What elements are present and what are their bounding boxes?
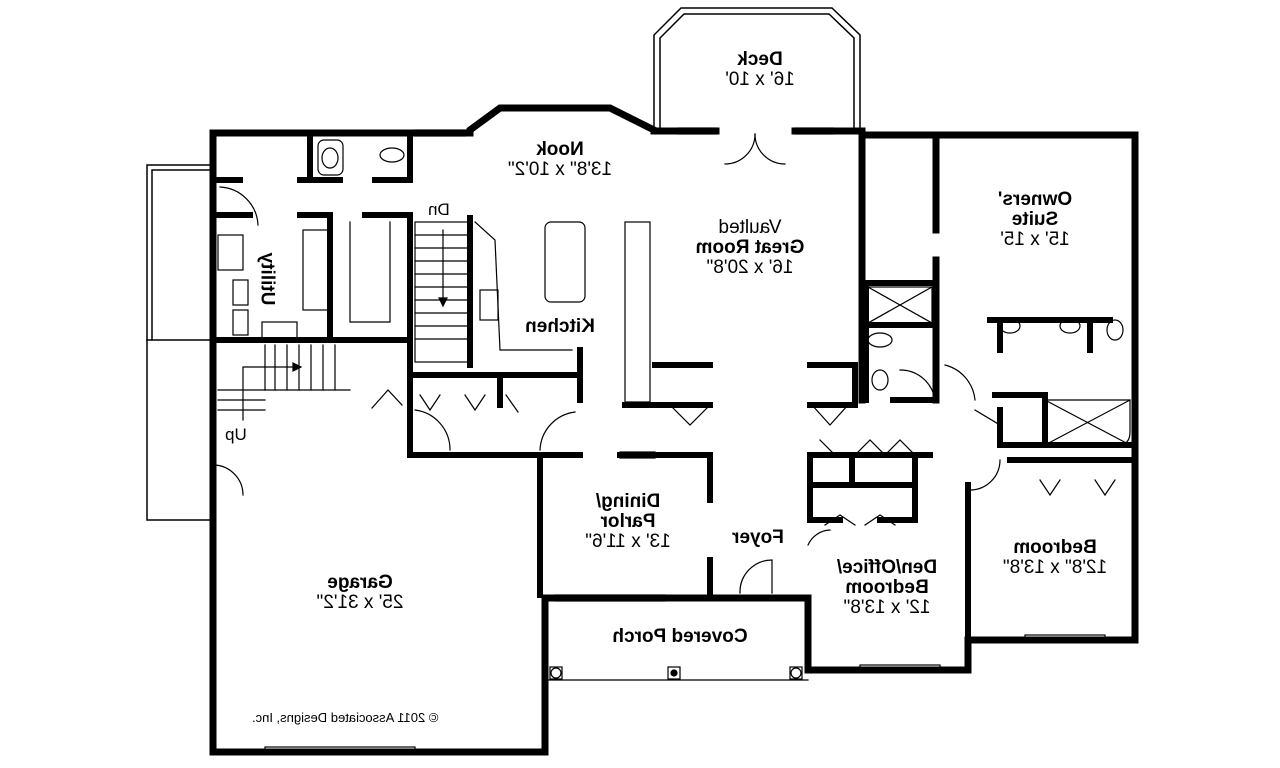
great-room-name: Great Room: [695, 236, 805, 258]
nook-dims: 13'8" x 10'2": [507, 158, 613, 180]
dining-name2: Parlor: [600, 510, 656, 532]
dining-dims: 13' x 11'6": [585, 530, 671, 552]
interior-walls: [210, 132, 1138, 643]
owners-suite-dims: 15' x 15': [1000, 228, 1070, 250]
room-label-garage: Garage 25' x 31'2": [300, 572, 420, 613]
kitchen-name: Kitchen: [525, 316, 595, 337]
great-room-dims: 16' x 20'8": [706, 256, 794, 278]
den-name: Den/Office/: [836, 557, 938, 578]
room-label-den: Den/Office/ Bedroom 12' x 13'8": [812, 557, 962, 618]
stairs-up-label: Up: [225, 425, 247, 444]
exterior-walls: [209, 104, 1139, 756]
den-name2: Bedroom: [845, 576, 929, 598]
fixtures: [212, 127, 1131, 754]
den-dims: 12' x 13'8": [843, 596, 931, 618]
deck-outline: [653, 7, 861, 131]
bedroom-name: Bedroom: [1013, 537, 1097, 558]
great-room-prefix: Vaulted: [718, 217, 782, 238]
owners-suite-name: Owners': [997, 189, 1073, 210]
room-label-great-room: Vaulted Great Room 16' x 20'8": [680, 217, 820, 278]
room-label-foyer: Foyer: [718, 527, 798, 548]
copyright-notice: © 2011 Associated Designs, Inc.: [252, 710, 439, 725]
garage-name: Garage: [327, 572, 393, 593]
stairs-down-label: Dn: [428, 200, 450, 219]
stairs-up: [217, 344, 351, 421]
foyer-name: Foyer: [732, 527, 784, 548]
deck-dims: 16' x 10': [725, 68, 795, 90]
room-label-utility: Utility: [256, 252, 278, 306]
room-label-dining: Dining/ Parlor 13' x 11'6": [568, 491, 688, 552]
stairs-down: [414, 221, 471, 363]
porch-name: Covered Porch: [612, 626, 748, 647]
owners-suite-name2: Suite: [1011, 208, 1059, 230]
deck-name: Deck: [737, 49, 783, 70]
dining-name: Dining/: [595, 491, 661, 512]
nook-name: Nook: [536, 139, 584, 160]
left-annex: [146, 164, 211, 521]
room-label-owners-suite: Owners' Suite 15' x 15': [975, 189, 1095, 250]
room-label-porch: Covered Porch: [585, 626, 775, 647]
garage-dims: 25' x 31'2": [316, 591, 404, 613]
room-label-deck: Deck 16' x 10': [700, 49, 820, 90]
room-label-kitchen: Kitchen: [515, 316, 605, 337]
room-label-nook: Nook 13'8" x 10'2": [490, 139, 630, 180]
room-label-bedroom: Bedroom 12'8" x 13'8": [985, 537, 1125, 578]
bedroom-dims: 12'8" x 13'8": [1002, 556, 1108, 578]
